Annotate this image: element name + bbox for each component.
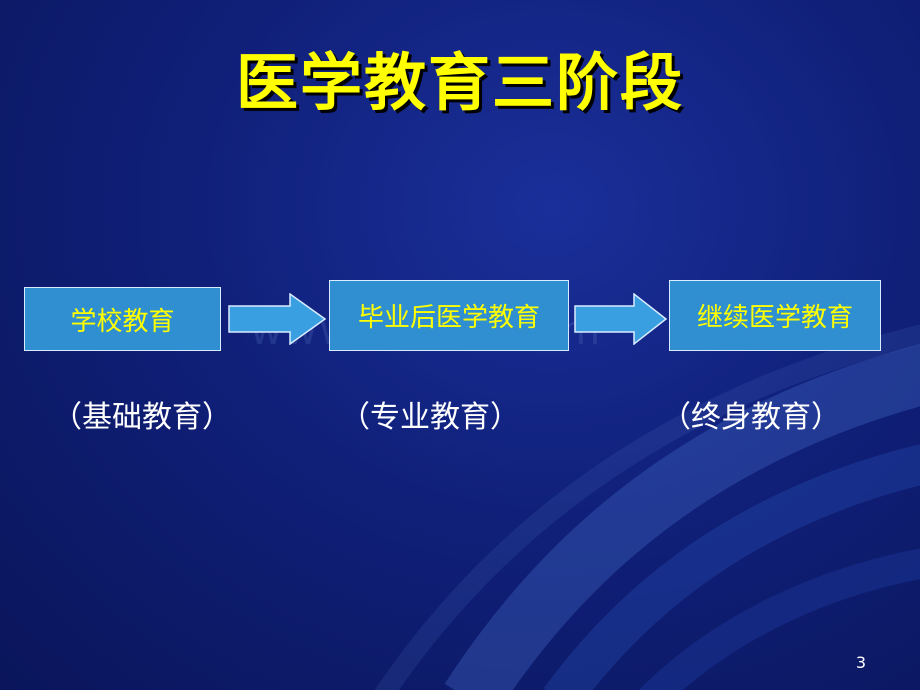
flow-step-school-education: 学校教育	[24, 287, 221, 351]
flow-step-postgraduate-education: 毕业后医学教育	[329, 280, 569, 351]
flow-step-continuing-education: 继续医学教育	[669, 280, 881, 351]
right-arrow-icon	[574, 293, 668, 345]
flow-step-caption: （基础教育）	[52, 400, 232, 435]
flow-step-label: 毕业后医学教育	[357, 303, 540, 333]
page-number: 3	[855, 653, 866, 672]
flow-step-label: 继续医学教育	[696, 303, 853, 333]
right-arrow-icon	[228, 293, 326, 345]
slide-title: 医学教育三阶段	[235, 46, 684, 119]
flow-step-caption: （专业教育）	[340, 400, 520, 435]
flow-step-caption: （终身教育）	[661, 400, 841, 435]
flow-step-label: 学校教育	[70, 306, 175, 337]
